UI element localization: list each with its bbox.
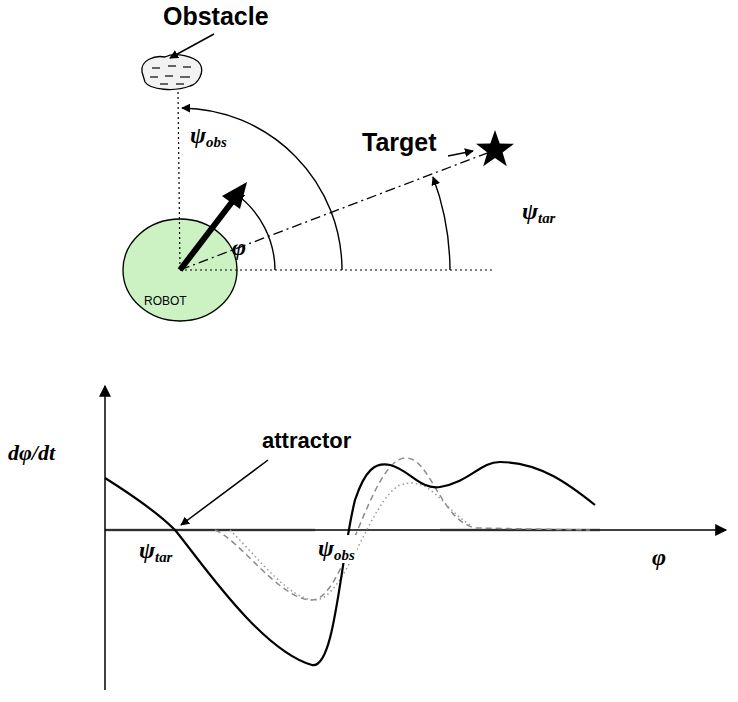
y-axis bbox=[104, 386, 106, 690]
axis-tick-label: ψobs bbox=[316, 535, 357, 563]
axis-label: φ bbox=[652, 544, 666, 572]
attractor-label: attractor bbox=[262, 428, 351, 453]
angle-label: ψtar bbox=[522, 198, 555, 226]
angle-arc-tar bbox=[433, 177, 450, 270]
robot-outline bbox=[123, 219, 237, 321]
target-contribution-curve bbox=[230, 483, 470, 600]
target-direction-line bbox=[180, 150, 495, 270]
robot-node: ROBOT bbox=[122, 218, 238, 322]
pointer-arrow bbox=[181, 460, 268, 525]
target-label: Target bbox=[362, 128, 437, 157]
heading-arrow-head bbox=[222, 182, 247, 209]
node-text: ROBOT bbox=[144, 294, 187, 308]
reference-line bbox=[180, 269, 492, 270]
axis-label: dφ/dt bbox=[8, 440, 55, 465]
obstacle-label: Obstacle bbox=[163, 2, 269, 31]
obstacle-shape bbox=[142, 55, 202, 90]
obstacle-contribution-curve bbox=[215, 458, 590, 600]
obstacle-hatch bbox=[150, 66, 191, 84]
total-curve bbox=[105, 462, 595, 665]
pointer-arrow bbox=[448, 151, 473, 156]
angle-label: ψobs bbox=[190, 122, 227, 150]
target-star bbox=[476, 130, 514, 166]
x-axis bbox=[105, 529, 726, 531]
angle-arc-obs bbox=[182, 108, 342, 270]
angle-label: φ bbox=[232, 234, 246, 262]
axis-tick-label: ψtar bbox=[137, 537, 174, 565]
pointer-arrow bbox=[170, 34, 214, 58]
obstacle-direction-line bbox=[178, 92, 180, 270]
heading-arrow bbox=[180, 202, 232, 270]
